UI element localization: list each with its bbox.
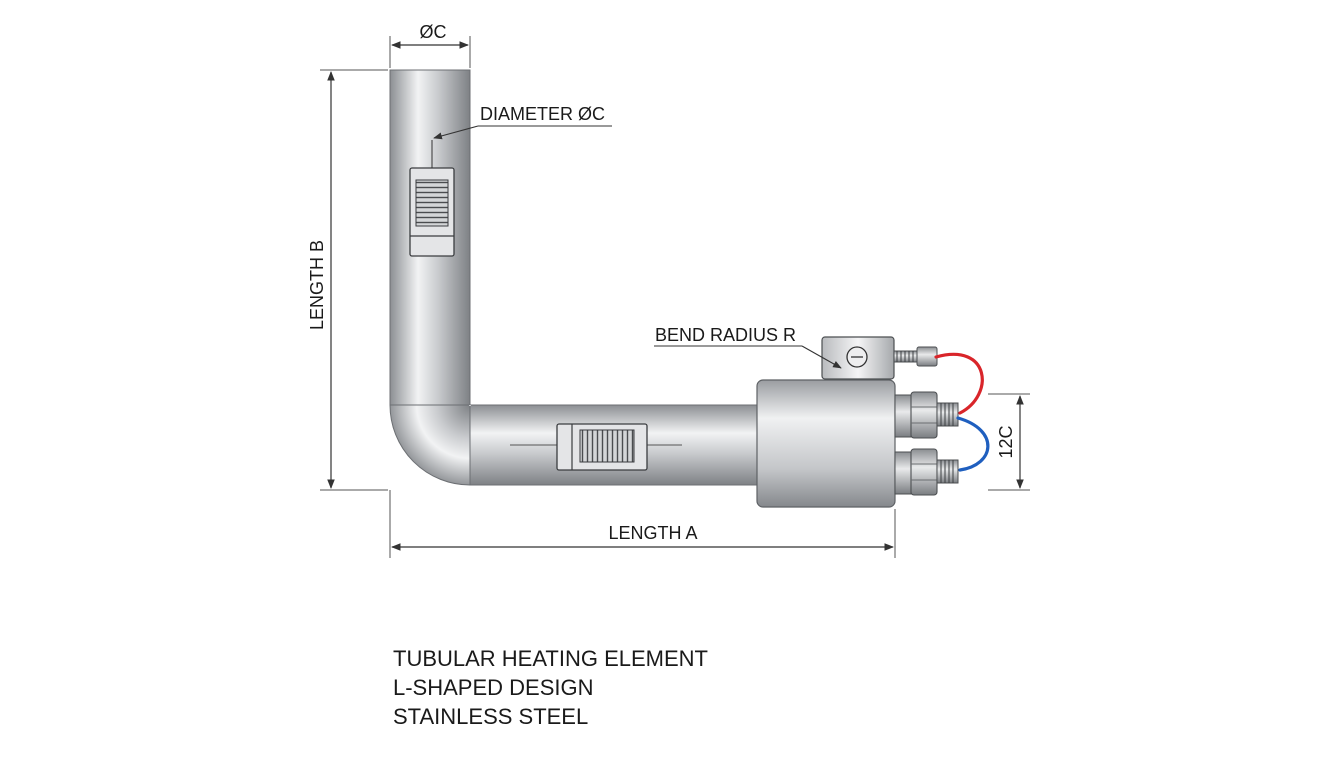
bend-radius-label: BEND RADIUS R [655, 325, 796, 345]
coil-window-vertical [409, 140, 455, 257]
title-line-product: TUBULAR HEATING ELEMENT [393, 646, 708, 671]
terminal-lower [894, 448, 959, 496]
coil-window-horizontal [510, 423, 682, 471]
length-b-label: LENGTH B [307, 240, 327, 330]
diameter-callout-label: DIAMETER ØC [480, 104, 605, 124]
terminal-upper [894, 391, 959, 439]
title-block: TUBULAR HEATING ELEMENT L-SHAPED DESIGN … [393, 644, 708, 731]
lead-wire-red [934, 352, 984, 415]
dimension-diameter-top: ØC [389, 22, 471, 68]
tube-bend [389, 404, 471, 486]
mounting-clamp [821, 336, 938, 380]
callout-diameter: DIAMETER ØC [433, 104, 612, 140]
terminal-spacing-label: 12C [996, 425, 1016, 458]
tube [389, 69, 761, 486]
terminal-housing [756, 373, 896, 508]
callout-bend-radius: BEND RADIUS R [654, 325, 842, 369]
lead-wire-blue [956, 416, 990, 472]
dimension-length-a: LENGTH A [389, 490, 896, 558]
dimension-length-b: LENGTH B [307, 69, 388, 491]
title-line-material: STAINLESS STEEL [393, 704, 589, 729]
diameter-top-label: ØC [420, 22, 447, 42]
dimension-terminal-spacing: 12C [988, 393, 1030, 491]
length-a-label: LENGTH A [608, 523, 697, 543]
title-line-design: L-SHAPED DESIGN [393, 675, 594, 700]
